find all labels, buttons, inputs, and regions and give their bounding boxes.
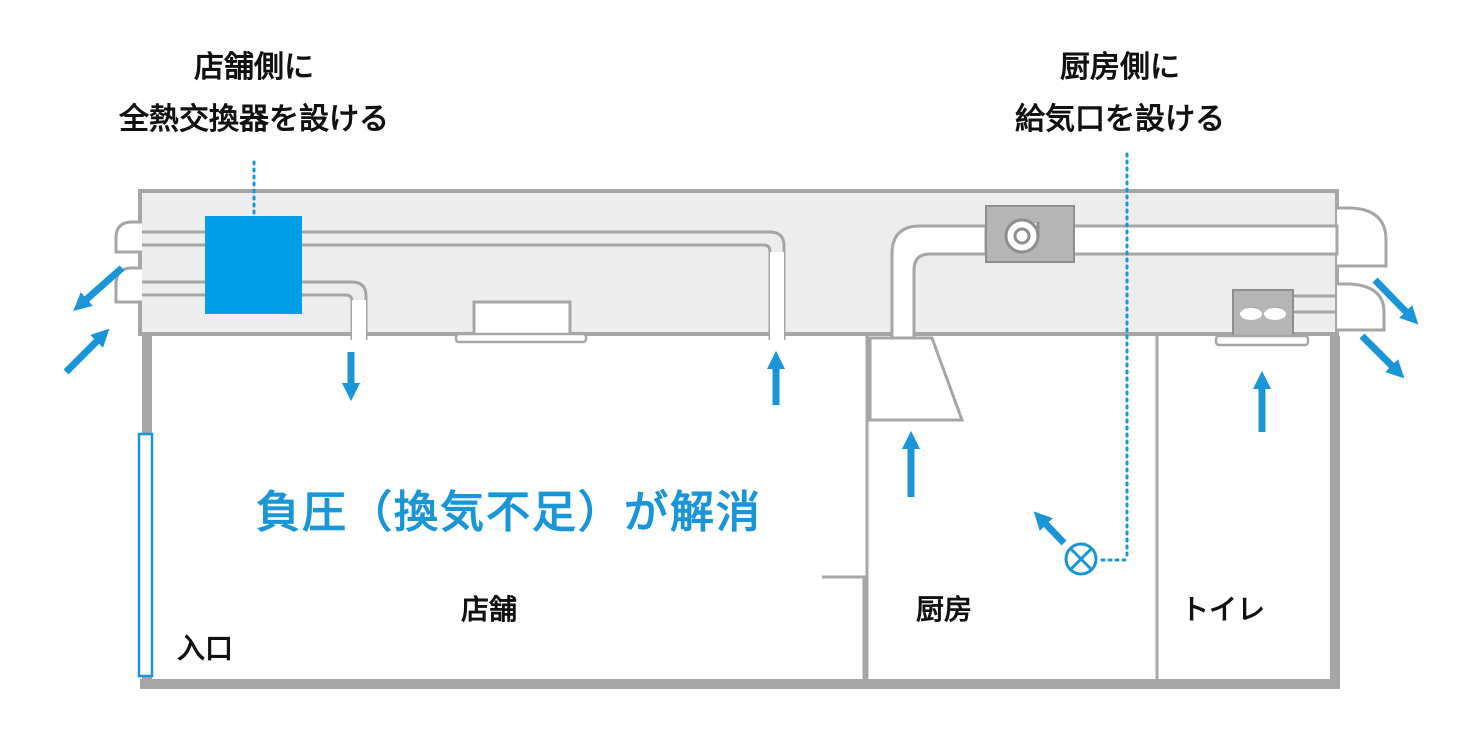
room-label-entrance: 入口 [177, 632, 234, 665]
store-side-callout: 店舗側に 全熱交換器を設ける [104, 42, 404, 146]
ceiling-cassette-icon [454, 300, 588, 344]
kitchen-side-callout-line1: 厨房側に [1060, 50, 1180, 85]
room-label-store: 店舗 [461, 593, 518, 626]
blower-fan-icon [985, 205, 1075, 263]
arrow-icon [1359, 333, 1405, 379]
entrance-door [137, 432, 154, 678]
ventilation-fan-icon [1214, 289, 1337, 347]
room-label-kitchen: 厨房 [916, 593, 973, 626]
airflow-arrows [63, 265, 1419, 546]
kitchen-side-callout-line2: 給気口を設ける [1015, 102, 1225, 137]
heat-exchanger-icon [205, 216, 302, 314]
arrow-icon [1372, 277, 1419, 325]
arrow-icon [63, 328, 110, 375]
store-side-callout-line2: 全熱交換器を設ける [119, 102, 389, 137]
outdoor-hood-left [114, 220, 142, 304]
supply-vent-icon [1064, 542, 1098, 576]
arrow-icon [1033, 511, 1067, 546]
range-hood-icon [868, 336, 965, 422]
headline: 負圧（換気不足）が解消 [256, 487, 762, 538]
kitchen-exhaust-duct [890, 224, 1339, 338]
ceiling-space [138, 189, 1339, 336]
room-label-toilet: トイレ [1181, 593, 1266, 626]
kitchen-side-callout: 厨房側に 給気口を設ける [990, 42, 1250, 146]
store-side-callout-line1: 店舗側に [194, 50, 314, 85]
arrow-icon [73, 265, 125, 312]
outdoor-hood-right [1337, 206, 1388, 332]
